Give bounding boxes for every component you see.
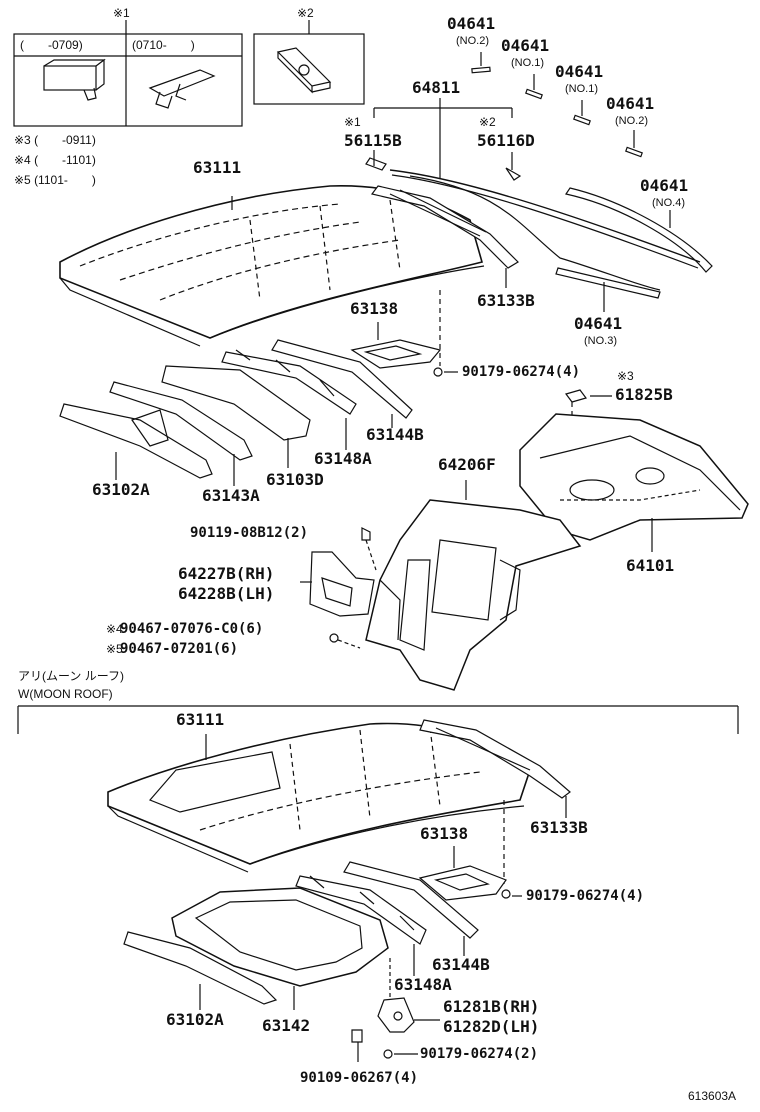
- moonroof-bows: [295, 861, 479, 976]
- moonroof-label-63138: 63138: [420, 824, 469, 843]
- moonroof-section-frame: [17, 705, 739, 734]
- legend-range-right: (0710- ): [132, 38, 195, 52]
- part-sub-04641-no2-b: (NO.2): [615, 115, 648, 127]
- part-label-64206F: 64206F: [438, 455, 496, 474]
- part-sub-04641-no2-a: (NO.2): [456, 35, 489, 47]
- part-label-90467-b: 90467-07201(6): [120, 641, 239, 657]
- part-sub-04641-no1-a: (NO.1): [511, 57, 544, 69]
- legend-note-5: ※5 (1101- ): [14, 173, 96, 187]
- part-label-90467-a: 90467-07076-C0(6): [120, 621, 264, 637]
- bracket-64227B: [300, 527, 377, 649]
- legend-mark-1: ※1: [113, 6, 130, 20]
- part-label-63102A: 63102A: [92, 480, 150, 499]
- part-label-63111: 63111: [193, 158, 242, 177]
- part-label-90119: 90119-08B12(2): [190, 525, 309, 541]
- part-label-64228B: 64228B(LH): [178, 584, 275, 603]
- moonroof-label-63144B: 63144B: [432, 955, 490, 974]
- mark-3-61825B: ※3: [617, 369, 634, 383]
- panel-64206F: [365, 480, 582, 691]
- part-label-04641-no2-b: 04641: [606, 94, 655, 113]
- moonroof-label-90179-c: 90179-06274(2): [420, 1046, 539, 1062]
- part-label-64101: 64101: [626, 556, 675, 575]
- moonroof-label-90179-b: 90179-06274(4): [526, 888, 645, 904]
- part-label-63148A: 63148A: [314, 449, 372, 468]
- mark-1-56115B: ※1: [344, 115, 361, 129]
- moonroof-label-63133B: 63133B: [530, 818, 588, 837]
- moonroof-label-61281B: 61281B(RH): [443, 997, 540, 1016]
- part-label-64811: 64811: [412, 78, 461, 97]
- figure-id: 613603A: [688, 1089, 737, 1103]
- moonroof-crossmember-63102A: [123, 931, 278, 1010]
- moonroof-panel-63111: [107, 722, 531, 873]
- moonroof-label-63102A: 63102A: [166, 1010, 224, 1029]
- roof-bows-top: [59, 339, 413, 486]
- moonroof-title-jp: アリ(ムーン ルーフ): [18, 669, 125, 683]
- weatherstrips: [365, 157, 713, 312]
- part-label-56115B: 56115B: [344, 131, 402, 150]
- legend-range-left: ( -0709): [20, 38, 83, 52]
- moonroof-label-63148A: 63148A: [394, 975, 452, 994]
- part-label-64227B: 64227B(RH): [178, 564, 275, 583]
- moonroof-title-en: W(MOON ROOF): [18, 687, 113, 701]
- moonroof-label-63142: 63142: [262, 1016, 311, 1035]
- part-label-63133B: 63133B: [477, 291, 535, 310]
- part-label-04641-no1-a: 04641: [501, 36, 550, 55]
- part-label-56116D: 56116D: [477, 131, 535, 150]
- mark-2-56116D: ※2: [479, 115, 496, 129]
- moonroof-label-63111: 63111: [176, 710, 225, 729]
- legend-box-1: [13, 20, 243, 127]
- small-clips-top: [471, 52, 643, 158]
- part-label-63144B: 63144B: [366, 425, 424, 444]
- legend-box-2: [253, 20, 365, 105]
- part-label-04641-no4: 04641: [640, 176, 689, 195]
- rail-63133B: [370, 185, 519, 288]
- moonroof-label-61282D: 61282D(LH): [443, 1017, 540, 1036]
- part-label-90179-a: 90179-06274(4): [462, 364, 581, 380]
- mark-5-90467: ※5: [106, 642, 123, 656]
- moonroof-label-90109: 90109-06267(4): [300, 1070, 419, 1086]
- part-label-04641-no3: 04641: [574, 314, 623, 333]
- part-sub-04641-no3: (NO.3): [584, 335, 617, 347]
- part-label-63138: 63138: [350, 299, 399, 318]
- moonroof-bracket-61281B: [351, 958, 440, 1062]
- part-label-63143A: 63143A: [202, 486, 260, 505]
- part-label-61825B: 61825B: [615, 385, 673, 404]
- part-label-04641-no1-b: 04641: [555, 62, 604, 81]
- legend-note-3: ※3 ( -0911): [14, 133, 96, 147]
- part-sub-04641-no4: (NO.4): [652, 197, 685, 209]
- part-label-04641-no2-a: 04641: [447, 14, 496, 33]
- part-label-63103D: 63103D: [266, 470, 324, 489]
- moonroof-bracket-63138: [418, 846, 522, 901]
- moonroof-rail-63133B: [419, 719, 571, 884]
- part-sub-04641-no1-b: (NO.1): [565, 83, 598, 95]
- legend-mark-2: ※2: [297, 6, 314, 20]
- bracket-64811: [373, 98, 513, 178]
- moonroof-frame-63142: [171, 887, 389, 1010]
- mark-4-90467: ※4: [106, 622, 123, 636]
- legend-note-4: ※4 ( -1101): [14, 153, 96, 167]
- roof-panel-63111: [59, 185, 485, 347]
- bracket-63138: [350, 290, 458, 377]
